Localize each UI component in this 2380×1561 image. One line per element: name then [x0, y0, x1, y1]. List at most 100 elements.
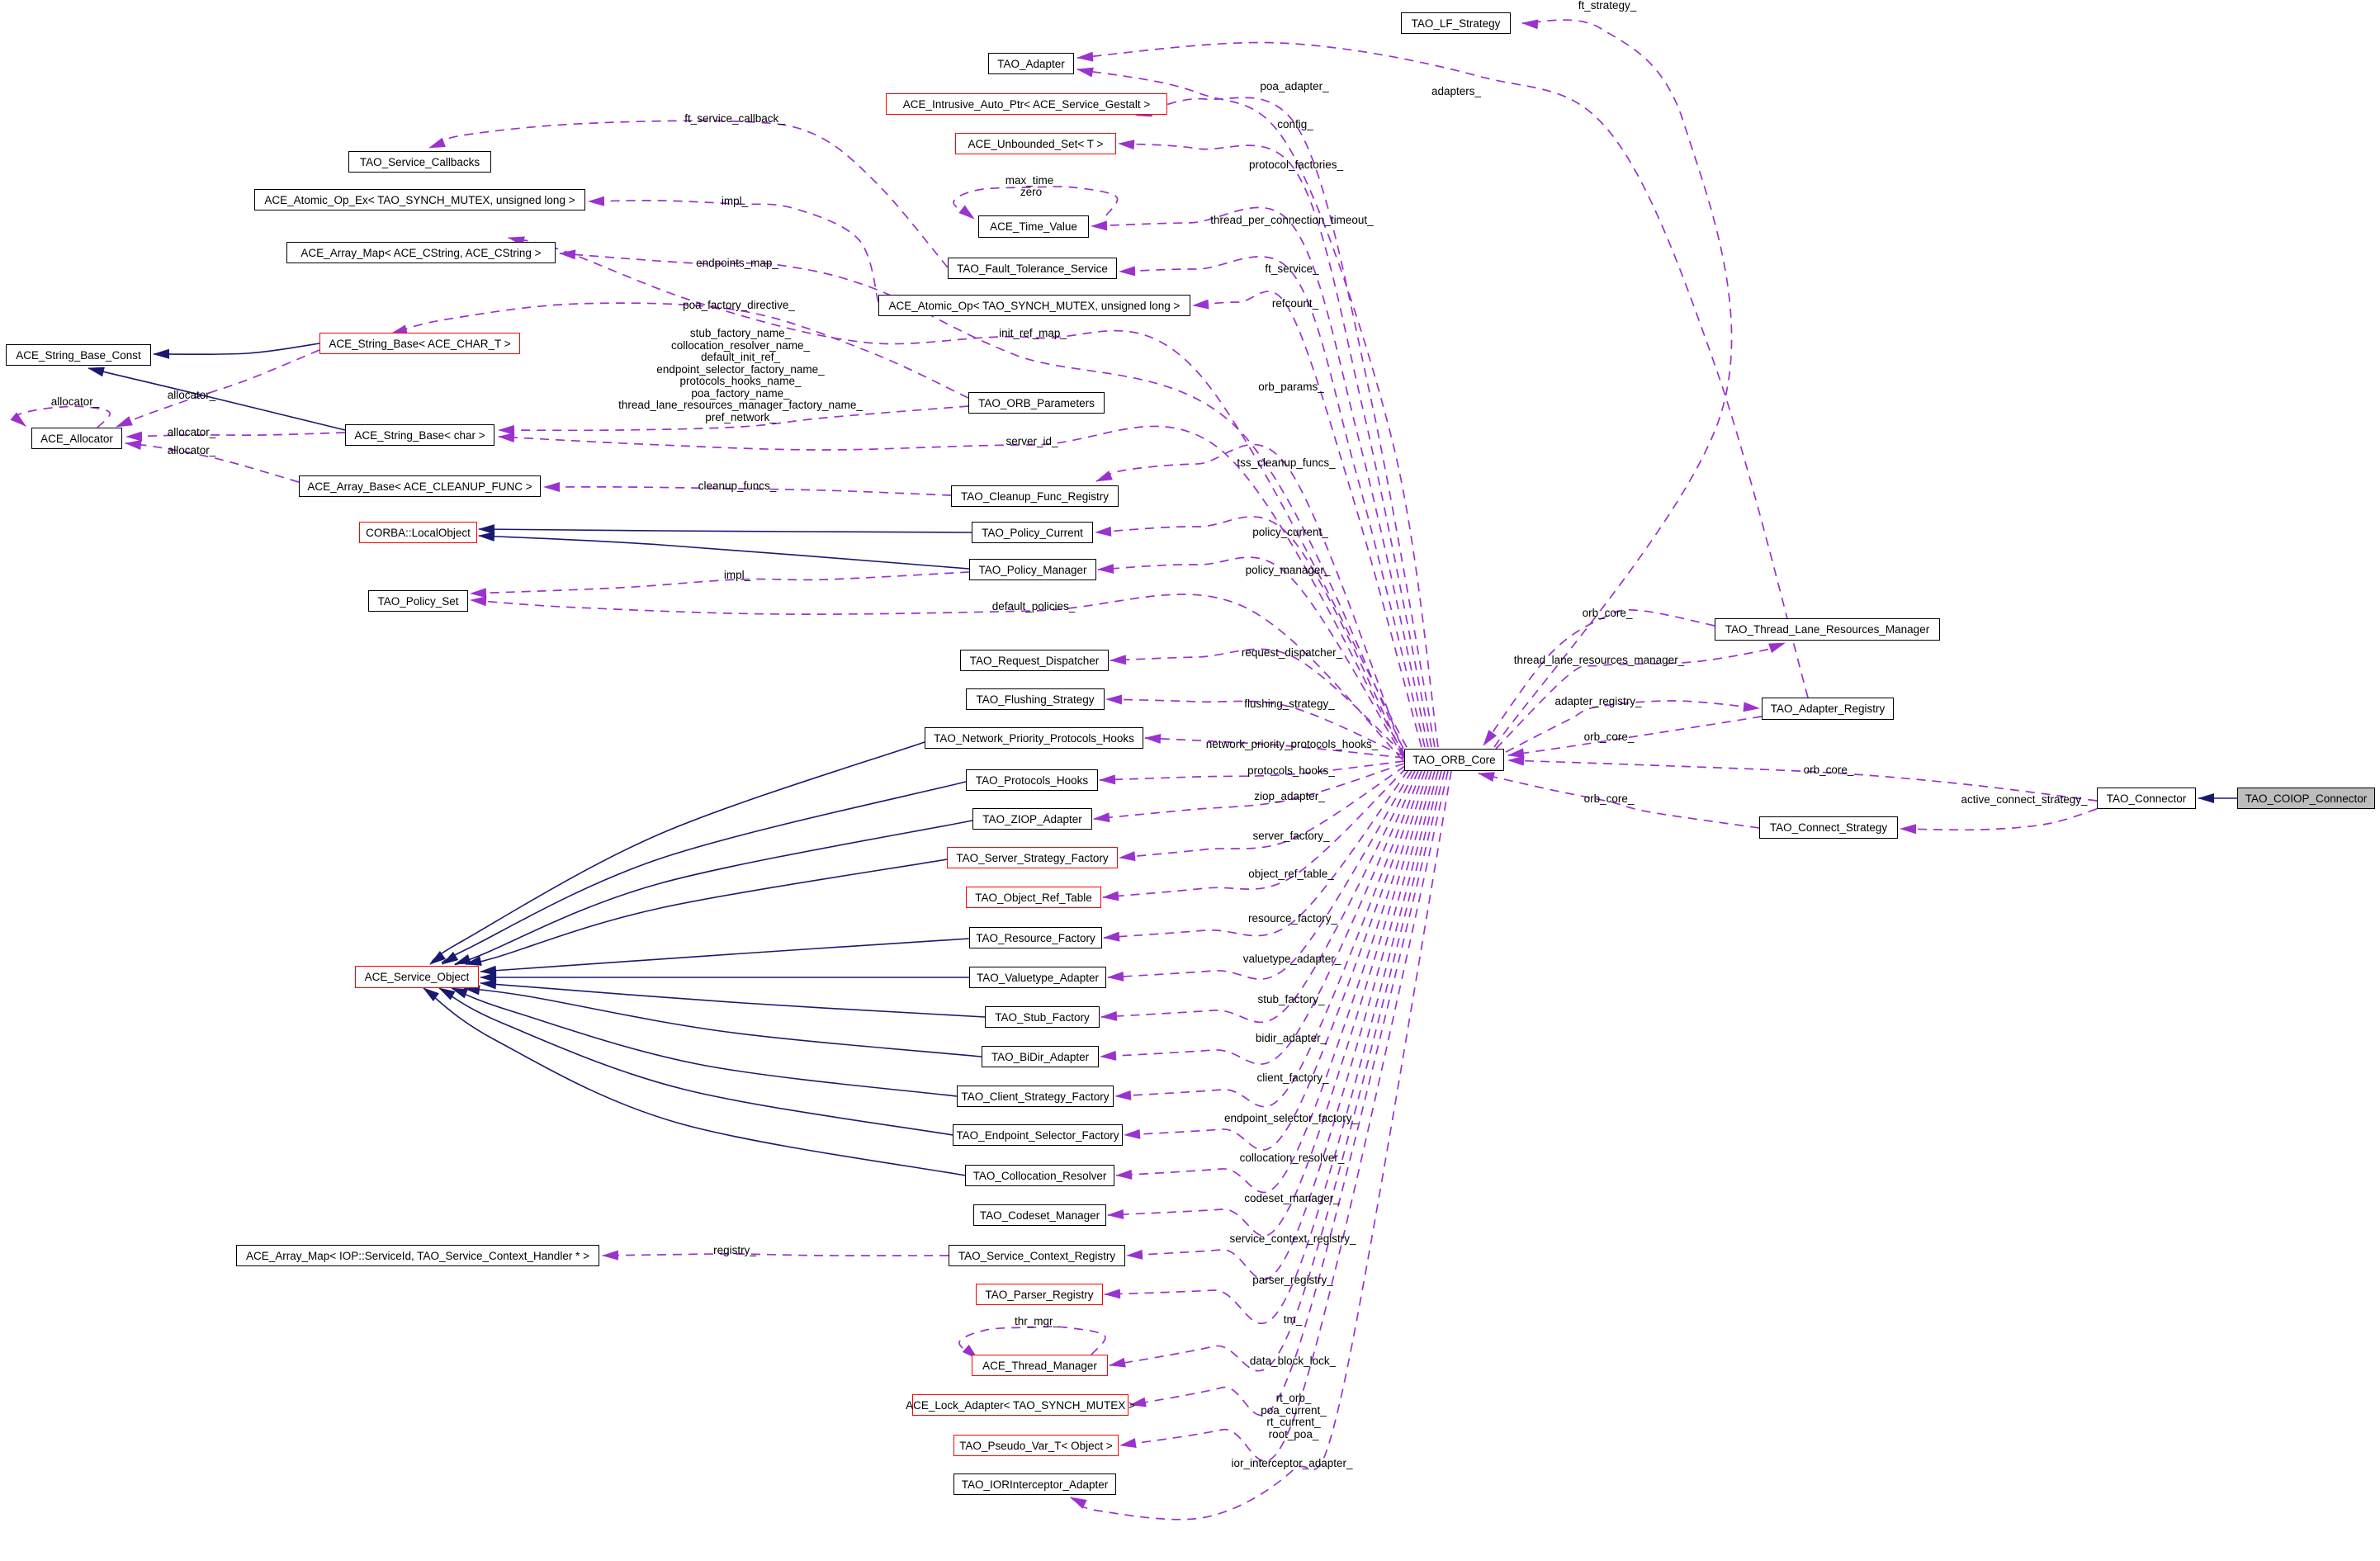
edge-flushing-strategy: [1105, 694, 1405, 757]
class-node-tao-policy-set[interactable]: TAO_Policy_Set: [368, 590, 468, 612]
class-node-tao-endpoint-selector-factory[interactable]: TAO_Endpoint_Selector_Factory: [953, 1124, 1123, 1146]
edge-cleanup-funcs: [543, 481, 952, 496]
edge-impl-policy: [470, 571, 970, 598]
class-node-tao-object-ref-table[interactable]: TAO_Object_Ref_Table: [966, 887, 1101, 908]
edge-label-impl: impl_: [721, 194, 749, 207]
class-node-tao-parser-registry[interactable]: TAO_Parser_Registry: [976, 1284, 1103, 1305]
class-node-ace-service-object[interactable]: ACE_Service_Object: [355, 966, 479, 988]
edge-label-allocator: allocator_: [50, 395, 100, 408]
class-node-ace-intrusive-auto-ptr[interactable]: ACE_Intrusive_Auto_Ptr< ACE_Service_Gest…: [886, 93, 1167, 115]
class-node-tao-cleanup-func-registry[interactable]: TAO_Cleanup_Func_Registry: [951, 485, 1119, 507]
edge-ior-interceptor-adapter: [1070, 770, 1452, 1521]
class-node-tao-valuetype-adapter[interactable]: TAO_Valuetype_Adapter: [969, 967, 1106, 988]
class-node-ace-time-value[interactable]: ACE_Time_Value: [978, 215, 1089, 238]
class-node-tao-resource-factory[interactable]: TAO_Resource_Factory: [969, 927, 1102, 948]
edge-label-server-factory: server_factory_: [1252, 829, 1330, 842]
edge-label-data-block-lock: data_block_lock_: [1249, 1354, 1337, 1367]
class-node-ace-unbounded-set[interactable]: ACE_Unbounded_Set< T >: [955, 133, 1116, 154]
edge-label-config: config_: [1277, 117, 1313, 130]
class-node-tao-fault-tolerance-service[interactable]: TAO_Fault_Tolerance_Service: [948, 258, 1117, 279]
class-node-tao-protocols-hooks[interactable]: TAO_Protocols_Hooks: [966, 769, 1098, 791]
class-node-tao-iorinterceptor-adapter[interactable]: TAO_IORInterceptor_Adapter: [953, 1473, 1116, 1495]
class-node-tao-bidir-adapter[interactable]: TAO_BiDir_Adapter: [982, 1046, 1099, 1067]
class-node-ace-array-map-cstring[interactable]: ACE_Array_Map< ACE_CString, ACE_CString …: [286, 242, 556, 263]
class-node-tao-service-context-registry[interactable]: TAO_Service_Context_Registry: [949, 1245, 1125, 1266]
class-node-tao-flushing-strategy[interactable]: TAO_Flushing_Strategy: [966, 688, 1105, 710]
class-node-ace-array-map-iop[interactable]: ACE_Array_Map< IOP::ServiceId, TAO_Servi…: [236, 1245, 599, 1266]
edge-active-connect-strategy: [1900, 808, 2098, 835]
edge-inherit-char-string-base-const: [88, 367, 346, 431]
class-node-tao-collocation-resolver[interactable]: TAO_Collocation_Resolver: [965, 1165, 1114, 1186]
edge-ziop-adapter: [1093, 763, 1405, 823]
class-node-ace-allocator[interactable]: ACE_Allocator: [31, 428, 122, 449]
edge-orb-core-from-connect-strategy: [1478, 772, 1760, 829]
class-node-tao-network-priority-protocols-hooks[interactable]: TAO_Network_Priority_Protocols_Hooks: [925, 727, 1143, 749]
class-node-tao-policy-current[interactable]: TAO_Policy_Current: [972, 522, 1093, 543]
edge-label-request-dispatcher: request_dispatcher_: [1241, 646, 1343, 659]
edge-label-thread-per-connection-timeout: thread_per_connection_timeout_: [1210, 213, 1374, 226]
class-node-corba-localobject[interactable]: CORBA::LocalObject: [359, 522, 477, 543]
edge-label-orb-core: orb_core_: [1803, 763, 1854, 776]
edge-thread-per-connection-timeout: [1091, 206, 1429, 748]
edge-label-resource-factory: resource_factory_: [1247, 911, 1338, 925]
class-node-tao-connector[interactable]: TAO_Connector: [2097, 788, 2196, 809]
edge-adapter-registry: [1505, 700, 1760, 753]
edge-label-registry: registry_: [713, 1243, 756, 1256]
class-node-tao-server-strategy-factory[interactable]: TAO_Server_Strategy_Factory: [947, 847, 1118, 868]
class-node-tao-codeset-manager[interactable]: TAO_Codeset_Manager: [973, 1204, 1106, 1226]
edge-label-thr-mgr: thr_mgr_: [1014, 1314, 1060, 1327]
edge-stub-factory: [1100, 770, 1416, 1024]
edge-label-protocol-factories: protocol_factories_: [1248, 158, 1344, 171]
edge-ft-service: [1119, 256, 1426, 748]
edge-parser-registry: [1104, 770, 1439, 1324]
class-node-ace-string-base-char-t[interactable]: ACE_String_Base< ACE_CHAR_T >: [319, 333, 520, 354]
class-node-tao-pseudo-var-t[interactable]: TAO_Pseudo_Var_T< Object >: [953, 1435, 1119, 1456]
class-node-tao-orb-core[interactable]: TAO_ORB_Core: [1404, 749, 1504, 771]
edge-allocator-from-array-base: [125, 440, 300, 483]
class-node-tao-client-strategy-factory[interactable]: TAO_Client_Strategy_Factory: [957, 1086, 1114, 1107]
class-node-tao-request-dispatcher[interactable]: TAO_Request_Dispatcher: [960, 650, 1109, 671]
class-node-tao-adapter-registry[interactable]: TAO_Adapter_Registry: [1762, 698, 1894, 720]
edge-label-codeset-manager: codeset_manager_: [1244, 1191, 1340, 1204]
edge-label-stub-factory-name: stub_factory_name_ collocation_resolver_…: [618, 327, 863, 423]
class-node-ace-array-base[interactable]: ACE_Array_Base< ACE_CLEANUP_FUNC >: [299, 475, 541, 497]
edge-inherit-stub-factory-service-object: [480, 979, 986, 1018]
edge-label-allocator: allocator_: [167, 443, 216, 456]
edge-allocator-from-char-t: [116, 349, 320, 428]
edge-policy-current: [1095, 516, 1405, 758]
class-node-tao-thread-lane-resources-manager[interactable]: TAO_Thread_Lane_Resources_Manager: [1715, 618, 1940, 641]
class-node-ace-string-base-char[interactable]: ACE_String_Base< char >: [345, 424, 494, 446]
class-node-tao-adapter[interactable]: TAO_Adapter: [988, 53, 1074, 74]
class-node-tao-policy-manager[interactable]: TAO_Policy_Manager: [969, 559, 1096, 580]
edge-ft-service-callback: [428, 120, 949, 268]
class-node-tao-connect-strategy[interactable]: TAO_Connect_Strategy: [1759, 816, 1898, 839]
edge-label-collocation-resolver: collocation_resolver_: [1239, 1151, 1345, 1164]
edge-label-server-id: server_id_: [1005, 434, 1058, 447]
edge-inherit-collocation-service-object: [423, 987, 966, 1176]
edge-inherit-resource-factory-service-object: [480, 938, 970, 976]
edge-label-ft-strategy: ft_strategy_: [1578, 0, 1637, 12]
class-node-tao-service-callbacks[interactable]: TAO_Service_Callbacks: [348, 151, 491, 173]
edge-label-tm: tm_: [1283, 1313, 1303, 1326]
edge-inherit-policy-manager-localobject: [478, 531, 970, 570]
edge-label-network-priority-protocols-hooks: network_priority_protocols_hooks_: [1205, 737, 1379, 750]
class-node-tao-lf-strategy[interactable]: TAO_LF_Strategy: [1401, 12, 1511, 34]
class-node-tao-stub-factory[interactable]: TAO_Stub_Factory: [985, 1006, 1100, 1028]
edge-inherit-policy-current-localobject: [478, 524, 972, 535]
edge-time-value-self-loop: [953, 186, 1119, 220]
class-node-ace-atomic-op-ex[interactable]: ACE_Atomic_Op_Ex< TAO_SYNCH_MUTEX, unsig…: [254, 189, 585, 210]
class-node-ace-string-base-const[interactable]: ACE_String_Base_Const: [6, 344, 151, 366]
class-node-ace-atomic-op[interactable]: ACE_Atomic_Op< TAO_SYNCH_MUTEX, unsigned…: [878, 295, 1190, 316]
edge-inherit-network-priority-service-object: [429, 741, 925, 965]
class-node-tao-orb-parameters[interactable]: TAO_ORB_Parameters: [968, 392, 1105, 414]
edge-server-factory: [1119, 765, 1406, 862]
class-node-tao-coiop-connector[interactable]: TAO_COIOP_Connector: [2237, 788, 2375, 809]
edge-label-orb-core: orb_core_: [1583, 730, 1635, 743]
class-node-ace-thread-manager[interactable]: ACE_Thread_Manager: [972, 1355, 1108, 1376]
class-node-ace-lock-adapter[interactable]: ACE_Lock_Adapter< TAO_SYNCH_MUTEX >: [906, 1394, 1135, 1416]
edge-poa-adapter: [1076, 67, 1439, 748]
edge-label-poa-factory-directive: poa_factory_directive_: [683, 298, 795, 311]
edge-label-protocols-hooks: protocols_hooks_: [1247, 764, 1335, 777]
class-node-tao-ziop-adapter[interactable]: TAO_ZIOP_Adapter: [972, 808, 1092, 830]
